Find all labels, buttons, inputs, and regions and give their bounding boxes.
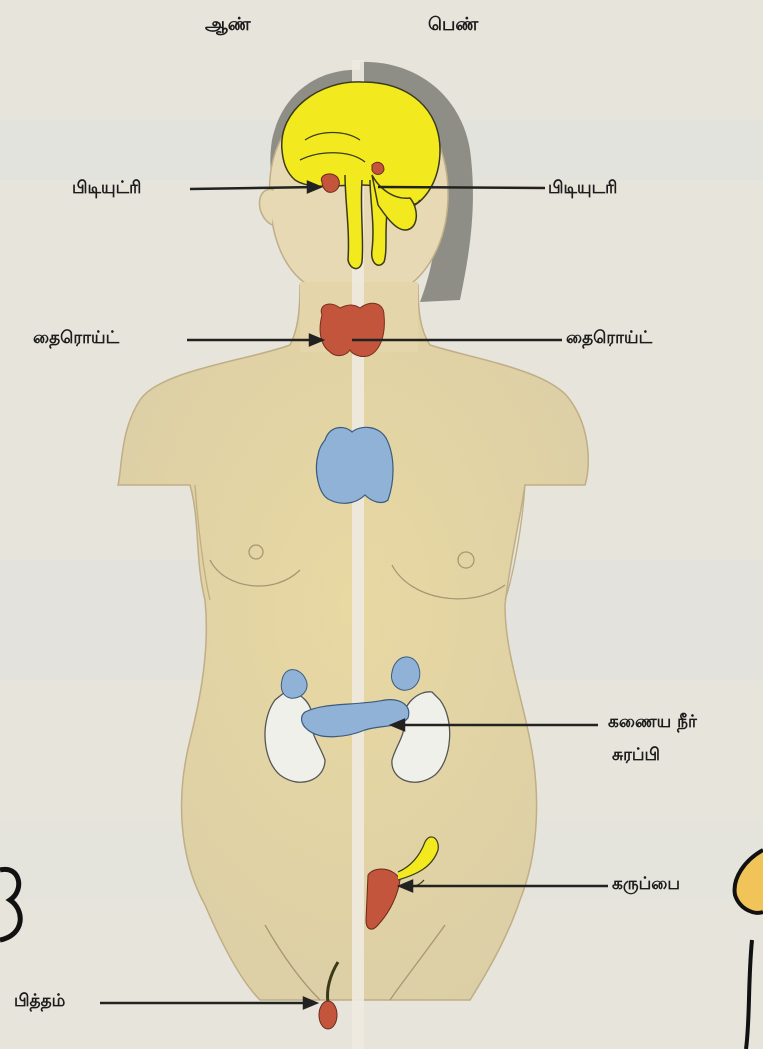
label-uterus: கருப்பை: [612, 874, 680, 896]
label-testis: பித்தம்: [14, 991, 65, 1013]
label-pituitary-male: பிடியுட்ரி: [72, 178, 141, 200]
label-thyroid-male: தைரொய்ட்: [33, 328, 119, 350]
female-header: பெண்: [428, 14, 478, 37]
thyroid-gland: [320, 303, 384, 356]
label-pancreas-line1: கணைய நீர்: [608, 712, 697, 734]
label-pituitary-female: பிடியுடரி: [548, 178, 617, 200]
thymus-gland: [317, 427, 394, 503]
label-pancreas-line2: சுரப்பி: [612, 745, 660, 767]
label-thyroid-female: தைரொய்ட்: [566, 328, 652, 350]
male-header: ஆண்: [205, 14, 251, 37]
pituitary-gland: [321, 174, 339, 192]
